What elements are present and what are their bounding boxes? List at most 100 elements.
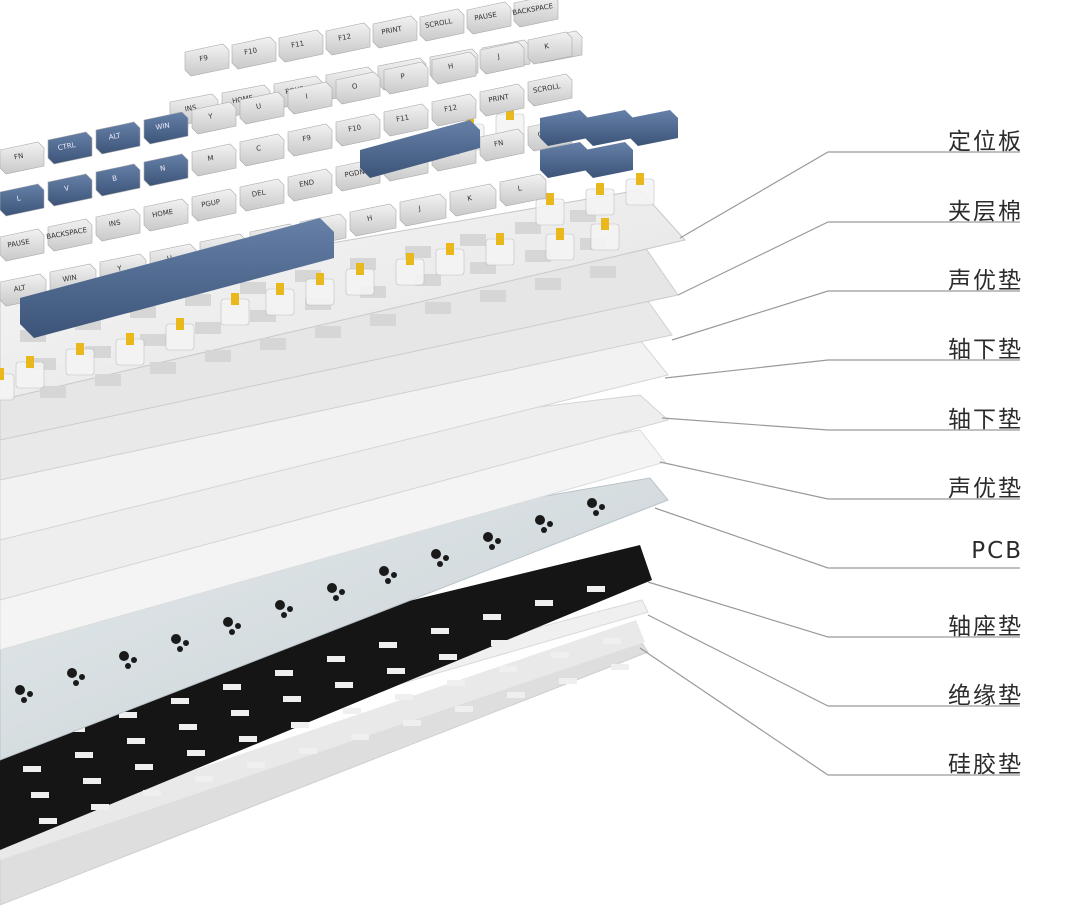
keycap <box>191 101 237 135</box>
pcb-pad <box>385 578 391 584</box>
socket-hole <box>91 804 109 810</box>
switch-stem <box>446 243 454 255</box>
plate-cutout <box>140 334 166 346</box>
plate-cutout <box>525 250 551 262</box>
socket-hole <box>587 586 605 592</box>
plate-cutout <box>185 294 211 306</box>
keycap-legend: I <box>305 92 308 100</box>
keycap <box>325 22 371 56</box>
pcb-pad <box>183 640 189 646</box>
pcb-pad <box>119 651 129 661</box>
keycap <box>231 36 277 70</box>
keycap-legend: END <box>299 178 315 188</box>
switch-stem <box>356 263 364 275</box>
keycap-legend: PAUSE <box>474 11 498 23</box>
plate-cutout <box>370 314 396 326</box>
keycap-legend: WIN <box>62 273 77 283</box>
pcb-pad <box>391 572 397 578</box>
keycap-legend: F12 <box>444 103 458 113</box>
pcb-pad <box>443 555 449 561</box>
plate-cutout <box>590 266 616 278</box>
socket-hole <box>327 656 345 662</box>
leader-line <box>654 507 1020 569</box>
pcb-pad <box>15 685 25 695</box>
keycap-legend: PGUP <box>201 198 221 209</box>
layer-label-switch-pad-2: 轴下垫 <box>948 407 1023 433</box>
socket-hole <box>291 722 309 728</box>
keycap <box>399 193 447 227</box>
socket-hole <box>543 626 561 632</box>
socket-hole <box>431 628 449 634</box>
keycap <box>0 228 45 262</box>
socket-hole <box>491 640 509 646</box>
keycap-legend: ALT <box>108 131 122 141</box>
keycap-legend: DEL <box>251 188 266 198</box>
plate-cutout <box>315 326 341 338</box>
pcb-pad <box>281 612 287 618</box>
pcb-pad <box>131 657 137 663</box>
switch-stem <box>636 173 644 185</box>
socket-hole <box>387 668 405 674</box>
socket-hole <box>31 792 49 798</box>
keycap <box>239 178 285 212</box>
keycap <box>184 43 230 77</box>
arrow-keycap <box>540 110 588 146</box>
keycap-legend: PRINT <box>488 93 510 105</box>
socket-hole <box>343 708 361 714</box>
keycap-legend: M <box>207 154 214 163</box>
keycap <box>479 128 525 162</box>
keycap <box>287 123 333 157</box>
socket-hole <box>447 680 465 686</box>
pcb-pad <box>333 595 339 601</box>
keycap <box>479 41 525 75</box>
layer-label-switch-socket-pad: 轴座垫 <box>948 614 1023 640</box>
keycap <box>0 141 45 175</box>
socket-hole <box>403 720 421 726</box>
pcb-pad <box>27 691 33 697</box>
enter-keycap <box>360 120 480 178</box>
pcb-pad <box>229 629 235 635</box>
layer-label-pcb: PCB <box>971 538 1023 564</box>
keycap <box>143 198 189 232</box>
keycap <box>0 183 45 217</box>
socket-hole <box>395 694 413 700</box>
pcb-pad <box>593 510 599 516</box>
keycap-legend: L <box>16 194 21 203</box>
keycap <box>449 183 497 217</box>
keycap-legend: K <box>544 42 550 51</box>
pcb-pad <box>535 515 545 525</box>
pcb-pad <box>339 589 345 595</box>
socket-hole <box>275 670 293 676</box>
switch-stem <box>276 283 284 295</box>
leader-line <box>679 151 1020 239</box>
pcb-pad <box>431 549 441 559</box>
keycap-legend: INS <box>184 103 198 113</box>
arrow-keycap <box>585 110 633 146</box>
keycap <box>191 188 237 222</box>
pcb-pad <box>379 566 389 576</box>
switch-stem <box>231 293 239 305</box>
keycap-legend: F10 <box>348 123 362 133</box>
socket-hole <box>135 764 153 770</box>
keycap <box>479 83 525 117</box>
keycap-legend: H <box>447 62 454 71</box>
switch-stem <box>546 193 554 205</box>
socket-hole <box>127 738 145 744</box>
keycap-legend: H <box>366 214 373 223</box>
layer-label-insulation-pad: 绝缘垫 <box>948 683 1023 709</box>
socket-hole <box>143 790 161 796</box>
socket-hole <box>507 692 525 698</box>
pcb-pad <box>79 674 85 680</box>
plate-cutout <box>425 302 451 314</box>
socket-hole <box>439 654 457 660</box>
keycap-legend: F9 <box>302 134 312 143</box>
keycap-legend: FN <box>13 152 24 161</box>
keycap-legend: J <box>496 52 500 60</box>
leader-line <box>639 647 1020 776</box>
socket-hole <box>483 614 501 620</box>
keycap <box>431 51 477 85</box>
pcb-pad <box>73 680 79 686</box>
keycap <box>143 153 189 187</box>
